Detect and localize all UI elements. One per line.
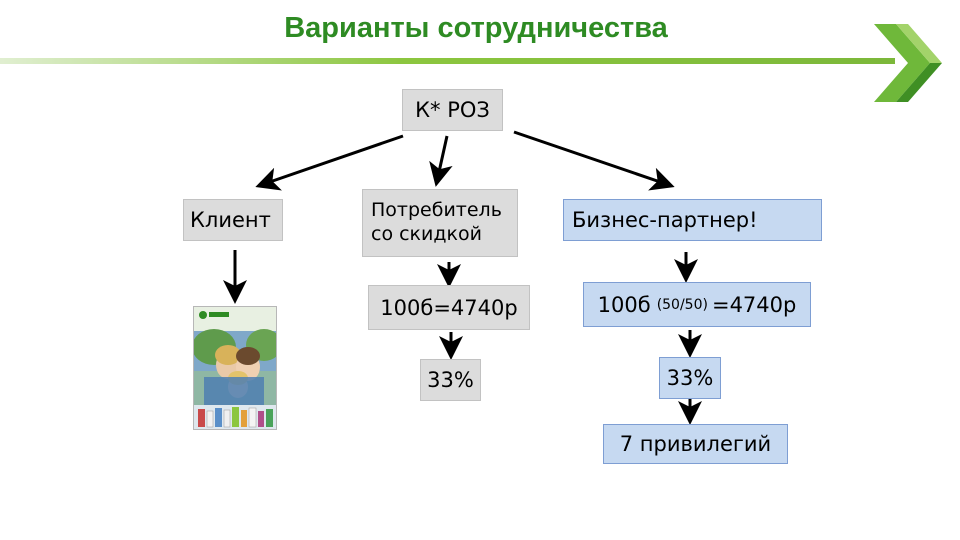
consumer-node-label-line1: Потребитель bbox=[371, 199, 502, 222]
arrow-root-to-partner bbox=[513, 130, 675, 191]
partner-node: Бизнес-партнер! bbox=[563, 199, 822, 241]
consumer-discount-node: 33% bbox=[420, 359, 481, 401]
consumer-points-label: 100б=4740р bbox=[380, 295, 518, 320]
title-divider bbox=[0, 58, 895, 64]
consumer-discount-label: 33% bbox=[427, 368, 474, 392]
consumer-points-node: 100б=4740р bbox=[368, 285, 530, 330]
consumer-node: Потребитель со скидкой bbox=[362, 189, 518, 257]
privileges-node: 7 привилегий bbox=[603, 424, 788, 464]
client-node: Клиент bbox=[183, 199, 283, 241]
client-node-label: Клиент bbox=[190, 208, 271, 232]
catalog-cover-image bbox=[193, 306, 277, 430]
partner-points-label-small: (50/50) bbox=[656, 296, 708, 313]
consumer-node-label-line2: со скидкой bbox=[371, 223, 482, 245]
chevron-logo-icon bbox=[874, 24, 942, 102]
partner-discount-label: 33% bbox=[666, 366, 714, 390]
root-node-label: К* РОЗ bbox=[415, 98, 490, 122]
partner-discount-node: 33% bbox=[659, 357, 721, 399]
partner-points-label-b: =4740р bbox=[711, 292, 797, 317]
arrow-root-to-client bbox=[255, 134, 404, 191]
partner-points-node: 100б (50/50) =4740р bbox=[583, 282, 811, 327]
arrow-root-to-consumer bbox=[429, 135, 453, 187]
partner-node-label: Бизнес-партнер! bbox=[572, 208, 758, 232]
page-title: Варианты сотрудничества bbox=[284, 12, 668, 44]
root-node: К* РОЗ bbox=[402, 89, 503, 131]
privileges-label: 7 привилегий bbox=[619, 432, 772, 456]
partner-points-label-a: 100б bbox=[597, 292, 651, 317]
